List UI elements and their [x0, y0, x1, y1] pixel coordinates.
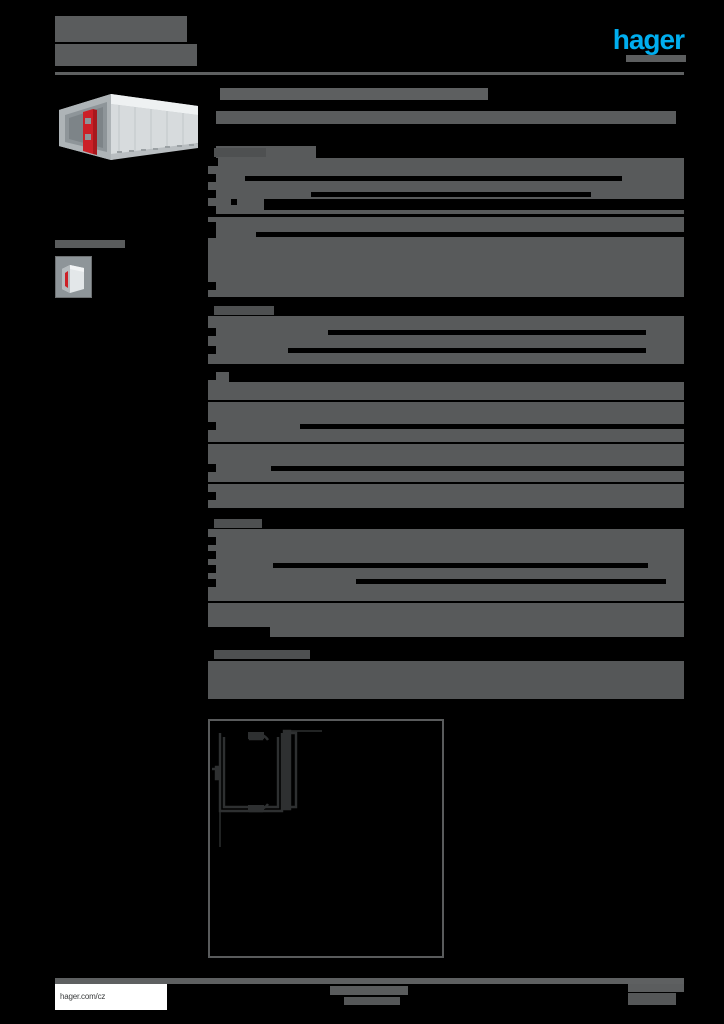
section-1-row-1-value [245, 176, 622, 181]
section-1-bullet-icon [231, 199, 237, 205]
section-2-row-1-label [208, 328, 216, 336]
section-1-row-5-value [256, 232, 684, 237]
highlight-band-heading [214, 650, 310, 659]
thumbnail-image[interactable] [55, 256, 92, 298]
thumbnail-caption [55, 240, 125, 248]
page-title-line-1 [55, 16, 187, 42]
section-2-table-e [208, 484, 684, 508]
footer-rule [55, 978, 684, 984]
section-2-table-d [208, 444, 684, 482]
section-3-heading [214, 519, 262, 528]
section-1-row-2-label [208, 190, 216, 198]
section-2-row-4-label [208, 422, 216, 430]
section-2-table-b [208, 372, 684, 400]
section-3-row-1-label [208, 537, 216, 545]
section-2-row-2-label [208, 346, 216, 354]
section-1-row-3-value [264, 199, 684, 210]
doc-title-top [220, 88, 488, 100]
product-photo-svg [59, 94, 198, 160]
page-footer: hager.com/cz [0, 964, 724, 1024]
left-column [55, 88, 200, 168]
hager-logo: hager [612, 24, 685, 55]
section-3-row-5-label [208, 627, 270, 637]
section-3-row-2-value [273, 563, 648, 568]
highlight-band [208, 661, 684, 699]
footer-center-line-2 [344, 997, 400, 1005]
section-2-table-c [208, 402, 684, 442]
section-2-row-3-value [229, 372, 684, 382]
section-3-table [208, 529, 684, 601]
section-2-heading [214, 306, 274, 315]
section-2-row-3-label [208, 372, 216, 380]
section-3-row-4-label [208, 579, 216, 587]
section-1-row-3-label [208, 206, 216, 214]
page-header: hager [0, 0, 724, 78]
section-3-row-3-value [356, 579, 666, 584]
main-content [208, 88, 684, 958]
technical-drawing-svg [212, 729, 322, 847]
section-2-row-2-value [288, 348, 646, 353]
section-1-row-4-value [208, 214, 684, 217]
footer-right-line-2 [628, 993, 676, 1005]
header-rule [55, 72, 684, 75]
technical-drawing [208, 719, 444, 958]
footer-right [628, 984, 684, 1005]
section-1-row-gap-1 [208, 158, 218, 166]
hager-logo-tagline [626, 55, 686, 62]
section-3-row-3-label [208, 565, 216, 573]
section-1-row-4-label [208, 222, 216, 230]
page-title-line-2 [55, 44, 197, 66]
section-1-row-1-label [208, 174, 216, 182]
section-2-row-6-label [208, 492, 216, 500]
footer-right-line-1 [628, 984, 684, 992]
section-1-row-5-label [208, 230, 216, 238]
section-1-table-cont [208, 252, 684, 297]
section-3-table-b [208, 603, 684, 637]
footer-center-line-1 [330, 986, 408, 995]
section-1-heading [214, 148, 266, 157]
page-title [55, 16, 197, 66]
thumbnail-svg [56, 257, 91, 297]
section-1-row-7-label [208, 282, 216, 290]
footer-center [322, 986, 408, 1005]
section-1-row-2-value [311, 192, 591, 197]
product-photo [55, 88, 200, 168]
section-2-row-5-label [208, 464, 216, 472]
section-2-row-5-value [271, 466, 684, 471]
footer-url[interactable]: hager.com/cz [55, 984, 167, 1010]
section-2-row-4-value [300, 424, 684, 429]
section-2-table [208, 316, 684, 364]
doc-title [216, 111, 676, 124]
doc-title-row [208, 88, 684, 106]
section-2-row-1-value [328, 330, 646, 335]
section-3-row-2-label [208, 551, 216, 559]
drawing-section [208, 719, 684, 958]
section-1-table [208, 158, 684, 284]
